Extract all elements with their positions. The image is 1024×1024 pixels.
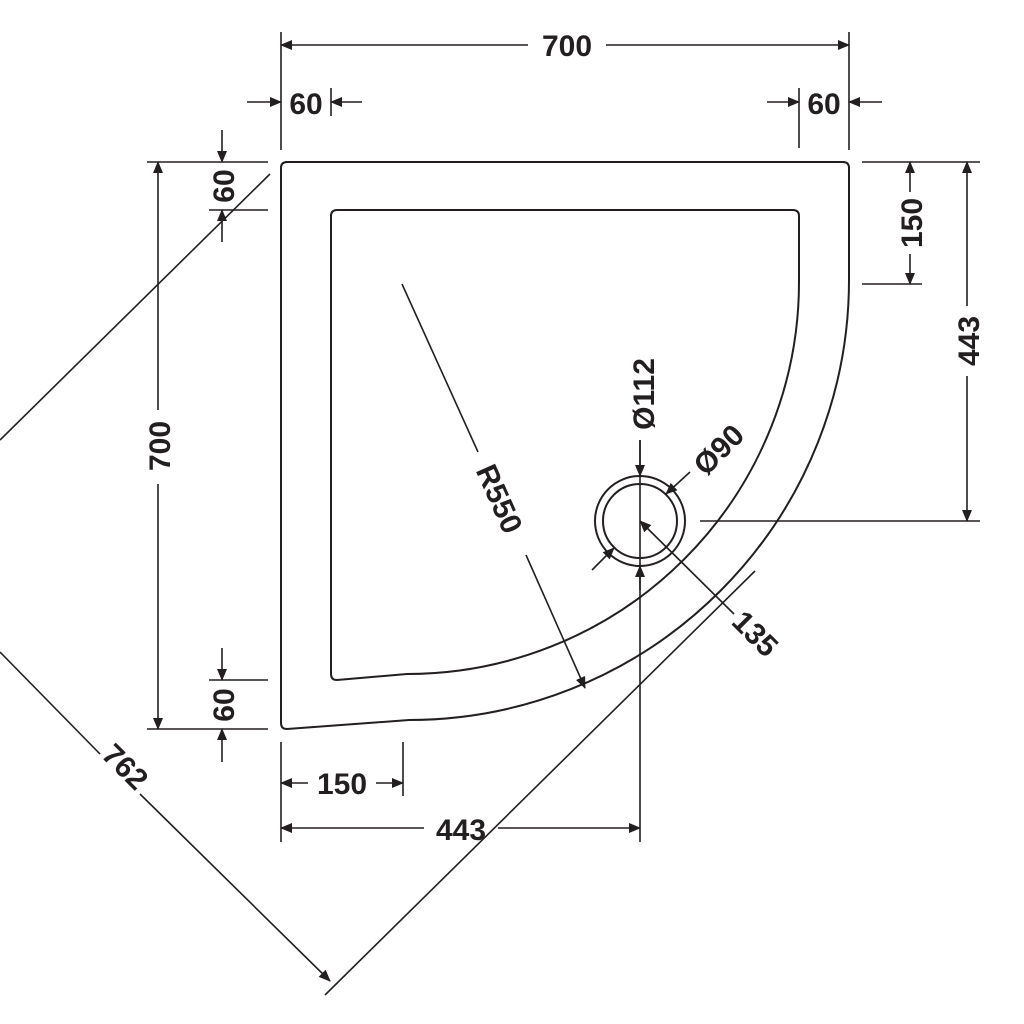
label-right-rim: 60	[807, 88, 840, 121]
label-top-rim: 60	[208, 169, 241, 202]
dim-line-inner-waste	[665, 471, 691, 495]
label-overall-width: 700	[542, 30, 592, 63]
dim-line-diagonal	[0, 651, 101, 755]
label-waste-offset-bottom: 443	[436, 814, 486, 847]
ext-line	[0, 173, 271, 441]
dim-line-inner-waste	[591, 547, 615, 571]
label-radius: R550	[469, 460, 528, 539]
label-waste-offset-right: 443	[953, 316, 986, 366]
label-bottom-rim: 60	[208, 688, 241, 721]
dim-line-radius	[401, 283, 479, 453]
label-outer-waste-dia: Ø112	[628, 358, 661, 430]
label-diagonal: 762	[95, 738, 154, 797]
label-straight-bottom: 150	[317, 768, 367, 801]
tray-inner-outline	[330, 209, 800, 682]
dim-line-waste-to-edge	[639, 520, 735, 615]
label-inner-waste-dia: Ø90	[688, 419, 751, 482]
dim-line-radius	[525, 554, 586, 689]
label-left-rim: 60	[289, 88, 322, 121]
tray-outer-outline	[280, 161, 850, 731]
label-overall-height: 700	[144, 421, 177, 471]
label-straight-right: 150	[896, 198, 929, 248]
ext-line	[324, 570, 756, 996]
dim-line-diagonal	[139, 793, 331, 982]
